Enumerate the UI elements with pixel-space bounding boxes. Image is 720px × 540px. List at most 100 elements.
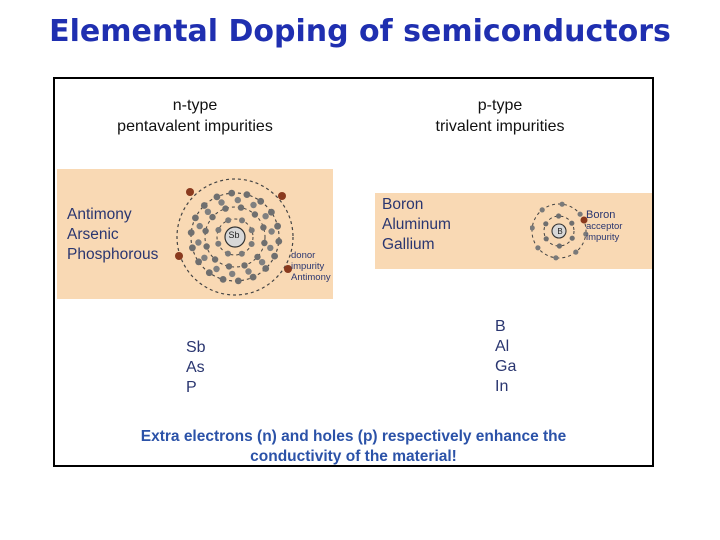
electron-dot	[219, 276, 227, 283]
electron-dot	[225, 250, 231, 257]
electron-dot	[260, 224, 267, 231]
ptype-symbol: Ga	[495, 358, 517, 375]
electron-dot	[257, 197, 265, 205]
electron-dot	[238, 250, 245, 257]
electron-dot	[195, 258, 202, 266]
ntype-band	[57, 169, 333, 299]
ntype-atom-symbol: Sb	[228, 230, 240, 240]
ntype-atom-label-line: Antimony	[291, 272, 331, 283]
electron-dot	[237, 204, 245, 211]
ntype-symbol: As	[186, 359, 205, 376]
electron-dot	[195, 239, 202, 246]
electron-dot	[250, 201, 257, 209]
ptype-element: Aluminum	[382, 216, 451, 233]
ptype-header: p-type trivalent impurities	[405, 95, 595, 137]
electron-dot	[205, 269, 213, 277]
electron-dot	[222, 205, 229, 212]
electron-dot	[243, 191, 251, 198]
ntype-symbol-list: Sb As P	[186, 338, 206, 398]
ptype-element: Boron	[382, 196, 424, 213]
ntype-atom-label-line: impurity	[291, 261, 325, 272]
electron-dot	[218, 199, 225, 206]
electron-dot	[258, 259, 266, 266]
ptype-atom-label-line: Boron	[586, 209, 616, 221]
diagram-frame: n-type pentavalent impurities p-type tri…	[53, 77, 654, 467]
electron-dot	[189, 244, 196, 252]
ptype-element-list: Boron Aluminum Gallium	[382, 195, 451, 255]
electron-dot	[251, 211, 259, 218]
ptype-band	[375, 193, 652, 269]
ptype-header-line1: p-type	[477, 97, 523, 114]
electron-dot	[262, 265, 270, 272]
ntype-header-line2: pentavalent impurities	[117, 118, 273, 135]
electron-dot	[577, 211, 583, 217]
electron-dot	[543, 221, 549, 227]
electron-dot	[274, 222, 281, 230]
ptype-symbol: Al	[495, 338, 510, 355]
electron-dot	[196, 222, 203, 230]
electron-dot	[573, 249, 579, 255]
ntype-symbol: Sb	[186, 339, 206, 356]
electron-dot	[569, 235, 575, 241]
electron-dot	[228, 189, 236, 197]
electron-dot	[234, 196, 241, 204]
electron-dot	[583, 231, 589, 237]
ntype-element-list: Antimony Arsenic Phosphorous	[67, 205, 158, 265]
electron-dot	[539, 207, 545, 213]
ptype-atom-diagram	[530, 201, 589, 261]
ntype-symbol: P	[186, 379, 197, 396]
ptype-symbol: B	[495, 318, 506, 335]
electron-dot	[239, 217, 245, 224]
electron-dot	[187, 229, 195, 236]
ntype-atom-label-line: donor	[291, 250, 316, 261]
electron-dot	[569, 220, 575, 226]
electron-dot	[200, 202, 208, 209]
ntype-element: Arsenic	[67, 226, 119, 243]
footer-line1: Extra electrons (n) and holes (p) respec…	[140, 428, 567, 445]
ptype-atom-label: Boron acceptor impurity	[586, 209, 622, 244]
ptype-symbol: In	[495, 378, 509, 395]
electron-dot	[248, 227, 255, 234]
electron-dot	[271, 252, 278, 260]
electron-dot	[225, 217, 232, 224]
electron-dot	[225, 263, 233, 270]
ptype-header-line2: trivalent impurities	[435, 118, 565, 135]
ntype-header: n-type pentavalent impurities	[95, 95, 295, 137]
electron-dot	[248, 241, 255, 247]
electron-dot	[229, 270, 236, 278]
electron-dot	[530, 225, 535, 231]
ntype-atom-label: donor impurity Antimony	[291, 250, 331, 283]
electron-dot	[202, 227, 209, 235]
electron-dot	[267, 244, 274, 252]
electron-dot	[254, 253, 261, 261]
electron-dot	[553, 255, 559, 261]
electron-dot	[556, 243, 562, 249]
electron-dot	[543, 236, 549, 242]
electron-dot	[213, 193, 221, 201]
ntype-element: Phosphorous	[67, 246, 159, 263]
electron-dot	[213, 265, 220, 273]
electron-dot	[261, 239, 268, 247]
ptype-symbol-list: B Al Ga In	[495, 317, 516, 397]
electron-dot	[192, 214, 199, 222]
ptype-atom-label-line: impurity	[586, 232, 620, 243]
ptype-element: Gallium	[382, 236, 435, 253]
electron-dot	[204, 208, 212, 215]
footer-line2: conductivity of the material!	[250, 448, 457, 465]
electron-dot	[535, 245, 541, 251]
electron-dot	[262, 213, 269, 220]
electron-dot	[234, 277, 242, 285]
electron-dot	[241, 262, 248, 269]
electron-dot	[268, 208, 275, 216]
electron-dot	[559, 201, 565, 207]
footer-caption: Extra electrons (n) and holes (p) respec…	[55, 427, 652, 465]
ntype-element: Antimony	[67, 206, 132, 223]
ntype-atom-diagram	[175, 178, 294, 296]
electron-dot	[249, 273, 257, 281]
slide-title: Elemental Doping of semiconductors	[49, 14, 671, 49]
electron-dot	[211, 256, 219, 263]
electron-dot	[275, 238, 283, 245]
electron-dot	[268, 228, 275, 235]
ptype-atom-symbol: B	[557, 227, 563, 236]
electron-dot	[215, 240, 222, 247]
